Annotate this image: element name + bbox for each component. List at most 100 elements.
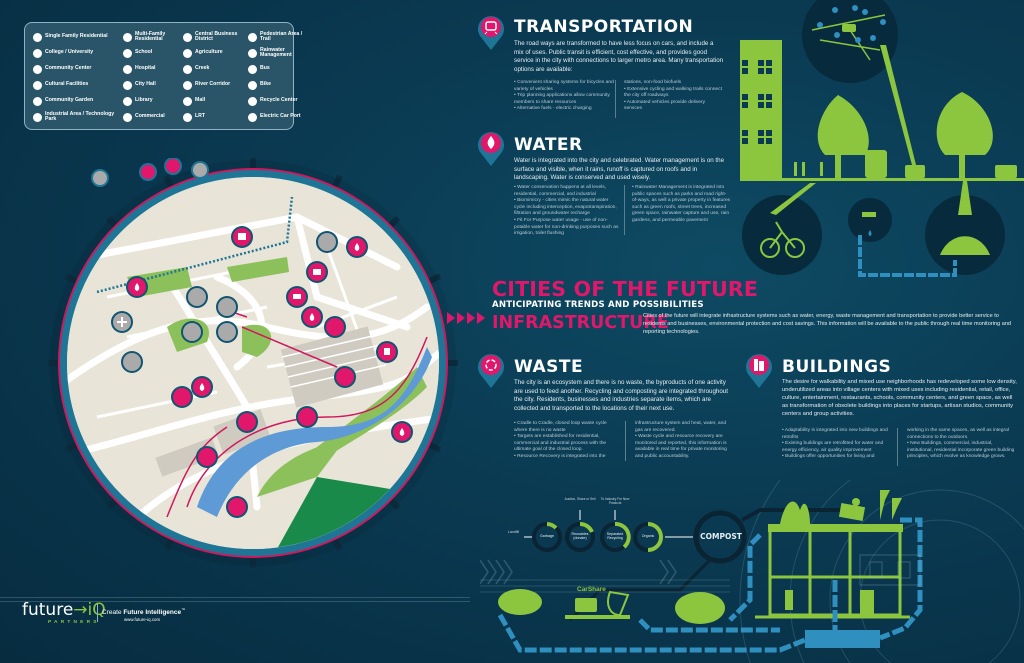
legend-label: Bus (260, 65, 270, 72)
landfill-label: Landfill (508, 530, 520, 534)
transportation-body: The road ways are transformed to have le… (514, 40, 724, 73)
legend-label: Community Center (45, 65, 92, 72)
transportation-bullets-right: stations, non-food biofuels • Extensive … (624, 80, 722, 112)
legend-item: Community Garden (33, 93, 123, 109)
buildings-title: BUILDINGS (782, 357, 892, 377)
water-drop-icon (248, 48, 257, 58)
garden-icon (33, 96, 42, 106)
divider (615, 80, 616, 118)
legend-label: Cultural Facilities (45, 81, 89, 88)
legend-label: Multi-Family Residential (135, 30, 166, 42)
carshare-label: CarShare (577, 586, 606, 593)
industry-icon (33, 112, 42, 122)
bike-icon (248, 80, 257, 90)
compost-label: COMPOST (700, 532, 742, 541)
footer-rule (0, 597, 470, 598)
buildings-bullets-left: • Adaptability is integrated into new bu… (782, 428, 888, 460)
legend-item: Hospital (123, 61, 183, 77)
map-legend: Single Family Residential Multi-Family Re… (24, 22, 302, 130)
ring-pins (60, 157, 460, 218)
legend-item: Mall (183, 93, 248, 109)
water-icon-pin (476, 130, 506, 171)
cycle-stage-reusables-above: Auction, Share or Sell (564, 497, 596, 501)
apartment-icon (123, 32, 132, 42)
abc-icon (123, 48, 132, 58)
legend-label: City Hall (135, 81, 156, 88)
city-map (60, 170, 446, 556)
bus-icon (248, 64, 257, 74)
hero-title: CITIES OF THE FUTURE (492, 277, 759, 301)
legend-label: Industrial Area / Technology Park (45, 110, 115, 122)
legend-item: Industrial Area / Technology Park (33, 109, 123, 125)
water-bullets-right: • Rainwater Management is integrated int… (632, 185, 731, 223)
city-hall-icon (123, 80, 132, 90)
future-iq-logo: future→iQ (22, 600, 106, 620)
graduation-cap-icon (33, 48, 42, 58)
legend-item: Agriculture (183, 45, 248, 61)
legend-label: Commercial (135, 113, 165, 120)
cycle-stage-reusables: Reusables (donate) (571, 532, 589, 541)
electric-car-icon (248, 112, 257, 122)
legend-label: Mall (195, 97, 206, 104)
footer-rule (0, 601, 470, 602)
book-icon (123, 96, 132, 106)
legend-item: Bus (248, 61, 303, 77)
cycle-stage-organic: Organic (641, 534, 655, 538)
legend-item: Rainwater Management (248, 45, 303, 61)
legend-label: Pedestrian Area / Trail (260, 30, 303, 42)
transportation-title: TRANSPORTATION (514, 17, 694, 37)
legend-item: College / University (33, 45, 123, 61)
river-icon (183, 80, 192, 90)
street-infrastructure-illustration (740, 0, 1024, 280)
legend-item: Recycle Center (248, 93, 303, 109)
divider (624, 185, 625, 235)
legend-item: Commercial (123, 109, 183, 125)
tractor-icon (183, 48, 192, 58)
legend-label: Recycle Center (260, 97, 298, 104)
transportation-bullets-left: • Convenient sharing systems for bicycle… (514, 80, 614, 112)
legend-label: College / University (45, 49, 94, 56)
legend-item: City Hall (123, 77, 183, 93)
business-icon (183, 32, 192, 42)
mall-icon (183, 96, 192, 106)
legend-label: Creek (195, 65, 210, 72)
hero-subtitle: ANTICIPATING TRENDS AND POSSIBILITIES (492, 300, 704, 310)
waste-body: The city is an ecosystem and there is no… (514, 379, 728, 412)
waves-icon (183, 64, 192, 74)
cycle-stage-recycling-above: To Industry For New Products (600, 497, 630, 505)
legend-label: Hospital (135, 65, 156, 72)
culture-icon (33, 80, 42, 90)
waste-icon-pin (476, 352, 506, 393)
legend-item: School (123, 45, 183, 61)
hero-description: Cities of the future will integrate infr… (643, 313, 1012, 335)
legend-item: Central Business District (183, 29, 248, 45)
legend-item: Library (123, 93, 183, 109)
legend-label: Rainwater Management (260, 46, 292, 58)
train-icon (183, 112, 192, 122)
water-title: WATER (514, 135, 583, 155)
legend-item: Creek (183, 61, 248, 77)
waste-title: WASTE (514, 357, 584, 377)
footprints-icon (248, 32, 257, 42)
legend-label: River Corridor (195, 81, 231, 88)
cross-icon (123, 64, 132, 74)
legend-label: Single Family Residential (45, 33, 108, 40)
house-icon (33, 32, 42, 42)
legend-item: LRT (183, 109, 248, 125)
legend-label: Community Garden (45, 97, 94, 104)
legend-label: Agriculture (195, 49, 223, 56)
legend-label: School (135, 49, 153, 56)
pointer-arrows (447, 312, 485, 324)
hero-section-title: INFRASTRUCTURE (492, 313, 669, 333)
footer-url[interactable]: www.future-iq.com (124, 617, 161, 622)
waste-bullets-right: infrastructure system and heat, water, a… (635, 421, 727, 459)
legend-item: Single Family Residential (33, 29, 123, 45)
buildings-body: The desire for walkability and mixed use… (782, 379, 1017, 417)
legend-item: Pedestrian Area / Trail (248, 29, 303, 45)
infrastructure-cycle-illustration (479, 399, 1024, 663)
legend-item: Cultural Facilities (33, 77, 123, 93)
divider (625, 421, 626, 461)
footer-tagline: Create Future Intelligence™ (102, 607, 186, 617)
footer-divider (97, 604, 98, 622)
legend-label: Library (135, 97, 153, 104)
